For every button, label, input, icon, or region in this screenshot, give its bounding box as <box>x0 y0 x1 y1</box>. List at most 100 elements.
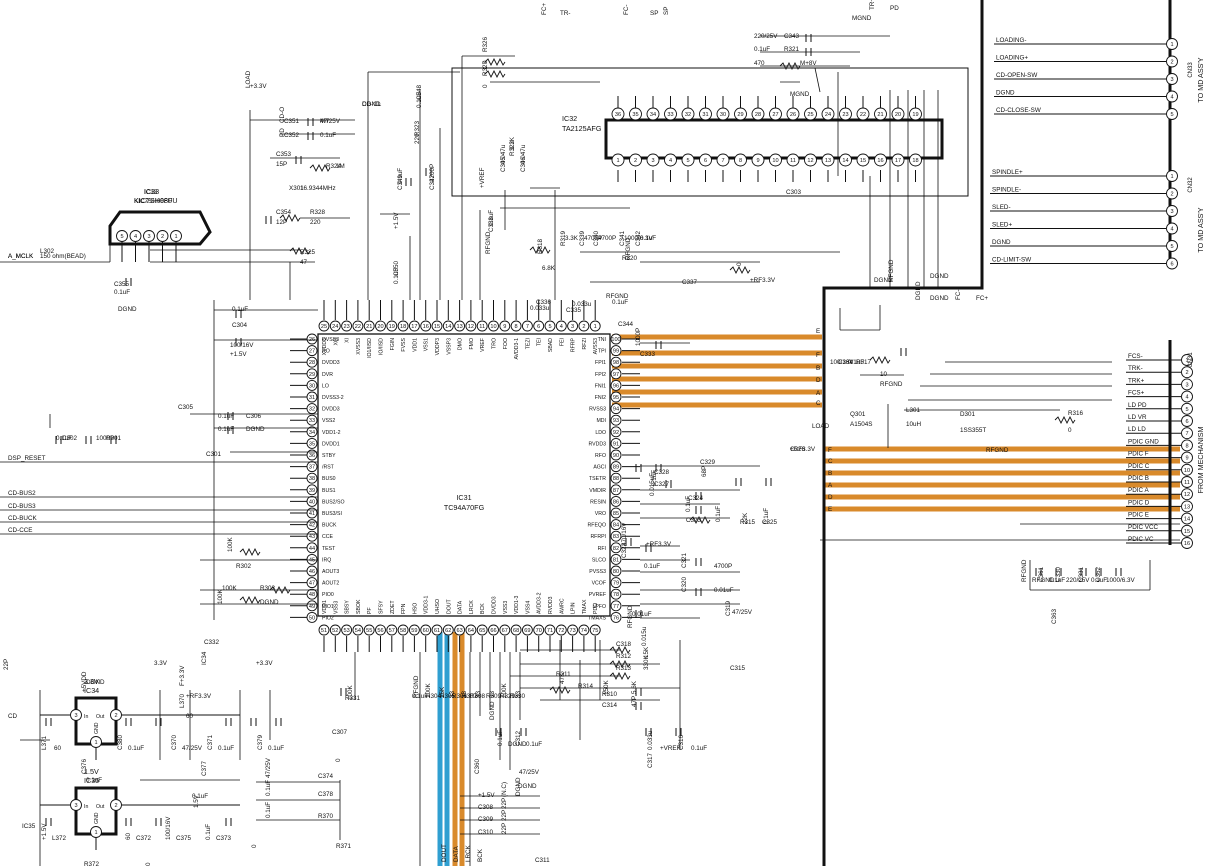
ic31-right-pin-name: MDI <box>596 418 606 424</box>
ic31-bottom-pin-name: VDD1 <box>322 600 328 614</box>
ic32-bottom-pin <box>734 153 747 167</box>
ic32-top-pin <box>891 107 905 121</box>
component-label: C354 <box>276 209 292 216</box>
component-label: C305 <box>178 404 194 411</box>
ic32-top-pin-num: 25 <box>807 112 813 118</box>
component-label: +1.5V <box>41 823 48 840</box>
component-label: 0.1uF <box>56 435 72 442</box>
cn31-pin <box>1181 390 1193 403</box>
ic31-left-pin-num: 48 <box>309 592 315 598</box>
ic31-left-pin <box>306 391 318 403</box>
ic31-top-pin-num: 20 <box>377 324 383 330</box>
component-label: 0.1uF <box>86 777 102 784</box>
ic32-bottom-pin <box>751 153 765 167</box>
ic31-bottom-pin-name: HSO <box>412 603 418 614</box>
component-label: C314 <box>602 702 618 709</box>
component-label: 0.047u <box>500 144 507 164</box>
ic31-left-pin-num: 31 <box>309 395 315 401</box>
cn31-pin-num: 6 <box>1185 419 1188 425</box>
ic31-bottom-pin-num: 54 <box>355 628 361 634</box>
cn32-signal: SLED- <box>992 204 1011 211</box>
component-label: 0.1uF <box>268 745 284 752</box>
component-label: C346 <box>520 156 527 172</box>
ic31-bottom-pin-name: LRCK <box>469 600 475 614</box>
component-label: 1000/6.3V <box>1106 577 1136 584</box>
ic31-top-pin-num: 9 <box>503 324 506 330</box>
cn31-signal: PDIC A <box>1128 487 1149 494</box>
component-label: L301 <box>906 407 921 414</box>
component-label: C353 <box>276 151 292 158</box>
ic31-bottom-pin <box>521 624 533 636</box>
component-label: 60 <box>54 745 62 752</box>
ic31-bottom-pin-num: 58 <box>400 628 406 634</box>
ic31-bottom-pin-name: DOUT <box>446 598 452 614</box>
ic32-top-pin-num: 24 <box>825 112 831 118</box>
component-label: 47/25V <box>320 118 341 125</box>
ic31-right-pin <box>610 449 622 461</box>
component-label: 47P <box>631 696 638 707</box>
ic31-bottom-pin-num: 72 <box>558 628 564 634</box>
ic31-top-pin <box>589 320 601 332</box>
ic31-top-pin <box>578 320 590 332</box>
component-label: 16.9344MHz <box>300 185 336 192</box>
cn33-pin <box>1166 55 1178 68</box>
component-label: 150K <box>603 679 610 695</box>
component-label: RFGND <box>986 447 1009 454</box>
component-label: FC- <box>623 5 630 16</box>
ic31-bottom-pin <box>567 624 579 636</box>
ic31-left-pin <box>306 542 318 554</box>
component-label: RFGND <box>1032 577 1055 584</box>
component-label: 100K <box>501 682 508 698</box>
ic31-right-pin-name: VCOF <box>592 581 606 587</box>
component-label: 100K <box>425 682 432 698</box>
component-label: 0.1uF <box>651 470 658 486</box>
ic31-left-pin-name: BUS2/SO <box>322 499 345 505</box>
ic31-right-pin-name: FNI2 <box>595 395 606 401</box>
ic31-bottom-pin <box>318 624 330 636</box>
component-label: 1SS355T <box>960 427 986 434</box>
ic31-right-pin-num: 84 <box>613 523 619 529</box>
component-label: L372 <box>52 835 67 842</box>
cn31-signal: PDIC VC <box>1128 536 1154 543</box>
component-label: C344 <box>618 321 634 328</box>
component-label: 0 <box>1068 427 1072 434</box>
cn31-pin <box>1181 476 1193 488</box>
ic31-top-pin <box>476 320 488 332</box>
component-label: L370 <box>179 693 186 708</box>
cn32-dest: TO MD ASS'Y <box>1196 207 1205 252</box>
component-label: C306 <box>246 413 262 420</box>
component-label: C302 <box>62 435 78 442</box>
ic31-left-pin-num: 34 <box>309 430 315 436</box>
ic33-pin <box>170 230 182 242</box>
ic31-top-pin-num: 11 <box>479 324 485 330</box>
ic33-pin-num: 1 <box>174 234 177 240</box>
ic31-left-pin-num: 27 <box>309 349 315 355</box>
component-label: 15P <box>276 161 287 168</box>
ic31-bottom-pin-num: 66 <box>490 628 496 634</box>
component-label: R303 <box>260 585 276 592</box>
signal-label: A_MCLK <box>8 253 34 260</box>
ic31-top-pin-num: 1 <box>594 324 597 330</box>
ic31-right-pin-name: VMDIR <box>589 488 606 494</box>
ic31-left-pin-name: CCE <box>322 534 333 540</box>
ic35-gnd: GND <box>94 812 100 824</box>
ic31-top-pin-name: FMO <box>469 338 475 350</box>
ic31-right-pin-name: RFRPI <box>590 534 606 540</box>
signal-label: CD-BUCK <box>8 515 37 522</box>
component-label: 0.1uF <box>397 168 404 184</box>
ic32-bottom-pin-num: 6 <box>704 158 707 164</box>
ic31-left-pin-num: 46 <box>309 569 315 575</box>
ic31-right-pin-name: TPI <box>598 349 606 355</box>
cn31-pin-num: 11 <box>1184 480 1190 486</box>
ic32-bottom-pin <box>804 153 817 167</box>
ic31-bottom-pin-num: 68 <box>513 628 519 634</box>
component-label: 0 <box>482 84 489 88</box>
signal-label: CD-BUS3 <box>8 503 36 510</box>
bus-letter: D <box>816 377 821 384</box>
ic33-pin-num: 5 <box>120 234 123 240</box>
component-label: C324 <box>688 495 704 502</box>
component-label: 3.3K <box>565 235 579 242</box>
component-label: 22P <box>501 798 508 809</box>
component-label: C301 <box>206 451 222 458</box>
component-label: RFGND <box>880 381 903 388</box>
